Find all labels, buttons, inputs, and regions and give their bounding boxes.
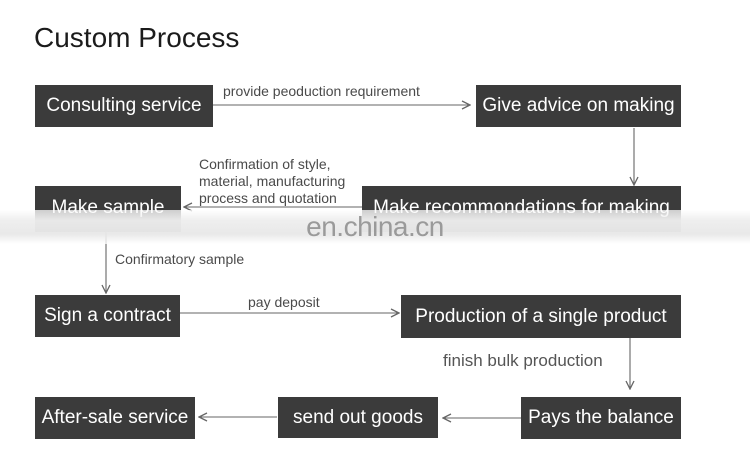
label-finish-bulk: finish bulk production xyxy=(443,351,603,370)
node-sign-contract: Sign a contract xyxy=(35,295,180,337)
watermark-band xyxy=(0,210,750,244)
node-production-single: Production of a single product xyxy=(401,295,681,338)
label-confirmation: Confirmation of style, material, manufac… xyxy=(199,156,346,206)
label-pay-deposit: pay deposit xyxy=(248,294,320,310)
label-provide-requirement: provide peoduction requirement xyxy=(223,83,420,99)
diagram-title: Custom Process xyxy=(34,22,240,53)
node-send-out-goods: send out goods xyxy=(278,397,438,438)
label-confirmatory-sample: Confirmatory sample xyxy=(115,251,245,267)
node-after-sale-service: After-sale service xyxy=(35,397,195,439)
node-give-advice: Give advice on making xyxy=(476,85,681,127)
node-pays-balance: Pays the balance xyxy=(521,397,681,439)
node-consulting-service: Consulting service xyxy=(35,85,213,127)
watermark: en.china.cn xyxy=(306,211,444,242)
